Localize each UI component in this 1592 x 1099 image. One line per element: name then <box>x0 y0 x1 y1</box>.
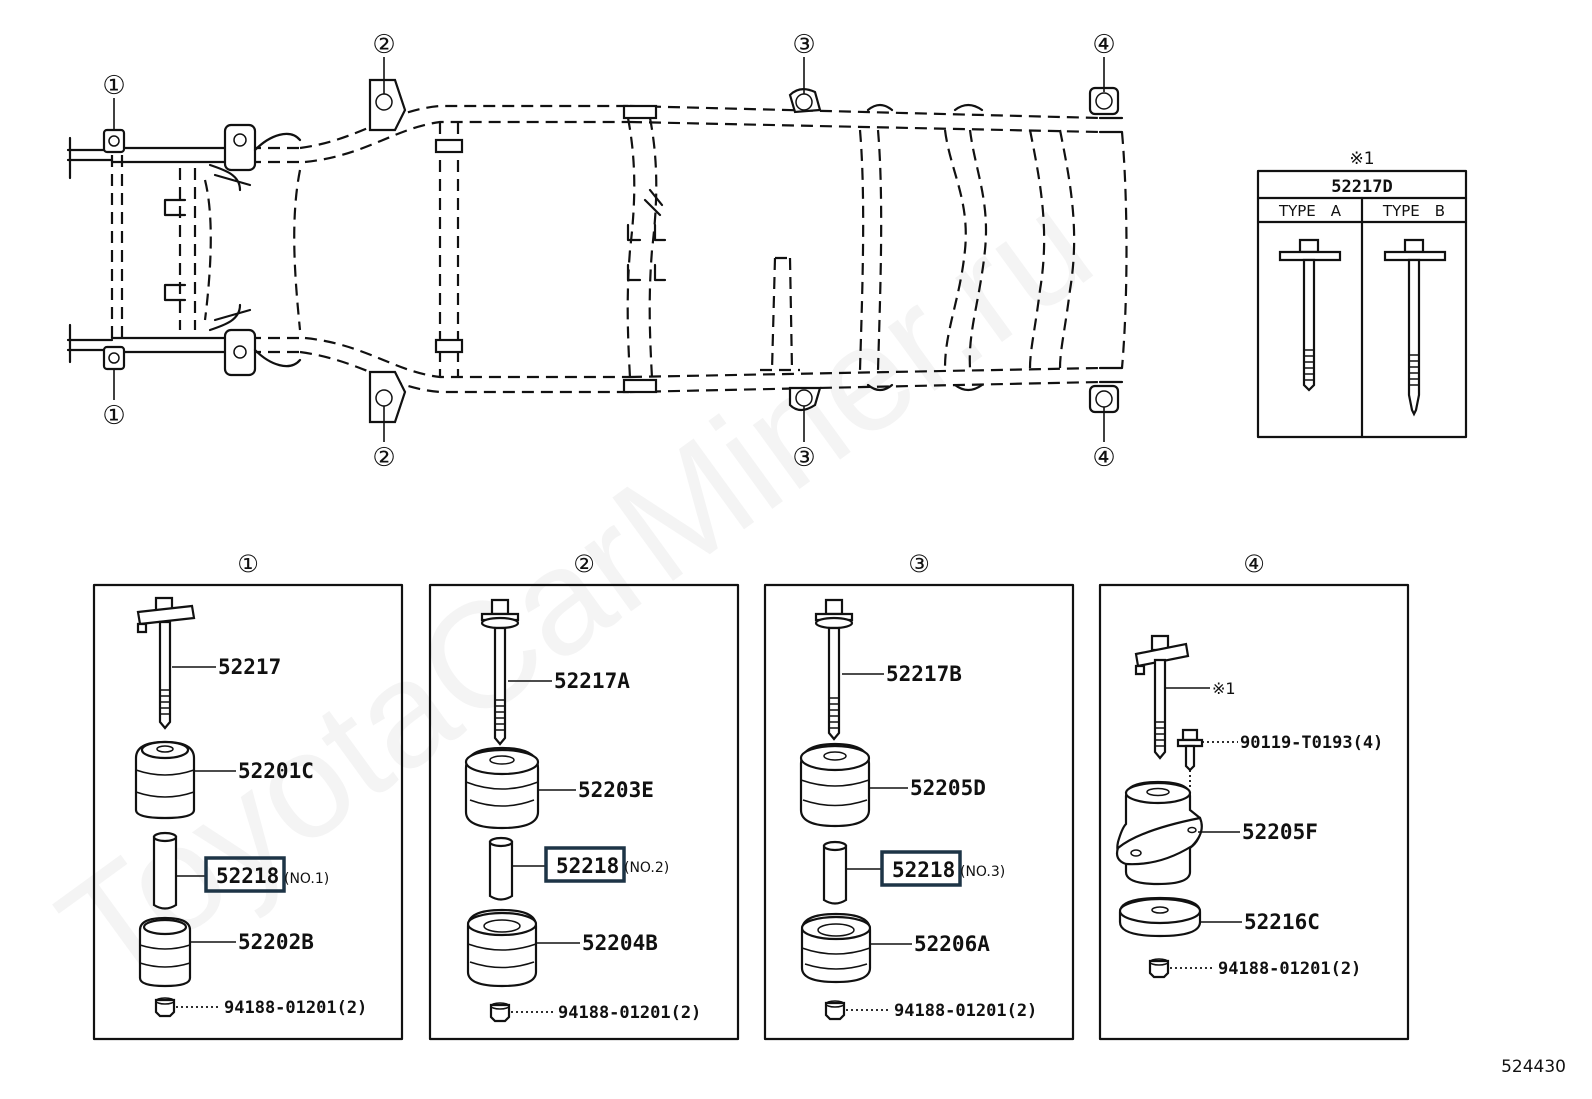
cushion-52205F-icon <box>1115 780 1203 886</box>
type-b-label: TYPE B <box>1382 202 1445 220</box>
panel-1-marker: ① <box>237 550 259 578</box>
panel-1-bolt-label: 52217 <box>218 655 281 679</box>
cushion-52201C-icon <box>134 740 196 820</box>
panel-4-cushion-label: 52205F <box>1242 820 1318 844</box>
bolt-90119-icon <box>1176 728 1204 790</box>
panel-1-spacer-note: (NO.1) <box>284 871 329 887</box>
panel-3-upper-cushion-label: 52205D <box>910 776 986 800</box>
panel-4-nut-label: 94188-01201(2) <box>1218 959 1361 979</box>
type-a-label: TYPE A <box>1278 202 1342 220</box>
nut-icon <box>1148 958 1170 979</box>
bolt-type-table: ※1 52217D TYPE A TYPE B <box>1256 149 1468 439</box>
diagram-id: 524430 <box>1501 1057 1566 1077</box>
panel-2-highlight-box <box>544 846 626 883</box>
panel-3-marker: ③ <box>908 550 930 578</box>
callout-3-bottom: ③ <box>792 443 815 473</box>
panel-2-spacer-note: (NO.2) <box>624 860 669 876</box>
callout-1-top: ① <box>102 71 125 101</box>
nut-icon <box>154 997 176 1018</box>
nut-icon <box>824 1000 846 1021</box>
spacer-52218-icon <box>822 840 848 905</box>
spacer-52218-icon <box>152 831 178 910</box>
panel-4-small-bolt-label: 90119-T0193(4) <box>1240 733 1383 753</box>
panel-1-spacer-label: 52218 <box>216 864 279 888</box>
cushion-52206A-icon <box>800 912 872 984</box>
panel-3-highlight-box <box>880 850 962 887</box>
washer-52216C-icon <box>1118 896 1202 938</box>
panel-1-lower-cushion-label: 52202B <box>238 930 314 954</box>
cushion-52204B-icon <box>466 908 538 988</box>
spacer-52218-icon <box>488 836 514 901</box>
panel-3-spacer-label: 52218 <box>892 858 955 882</box>
callout-4-bottom: ④ <box>1092 443 1115 473</box>
watermark: ToyotaCarMiner.ru <box>30 160 1120 1016</box>
panel-2-spacer-label: 52218 <box>556 854 619 878</box>
frame-callouts: ① ① ② ② ③ ③ ④ ④ <box>102 30 1115 473</box>
panel-1-nut-label: 94188-01201(2) <box>224 998 367 1018</box>
panel-2: 52217A 52203E 52218 (NO.2) 52204B <box>428 583 740 1041</box>
cushion-52202B-icon <box>138 916 192 988</box>
panel-3-bolt-label: 52217B <box>886 662 962 686</box>
panel-3-nut-label: 94188-01201(2) <box>894 1001 1037 1021</box>
panel-1-highlight-box <box>204 856 286 893</box>
ref-mark: ※1 <box>1349 149 1374 169</box>
bolt-ref1-icon <box>1134 634 1190 760</box>
panel-2-bolt-label: 52217A <box>554 669 630 693</box>
panel-4-marker: ④ <box>1243 550 1265 578</box>
bolt-52217-icon <box>136 596 196 730</box>
bolt-type-b-icon <box>1383 238 1447 417</box>
bolt-52217B-icon <box>814 598 854 741</box>
bolt-type-a-icon <box>1278 238 1342 392</box>
nut-icon <box>489 1002 511 1023</box>
panel-4: ※1 90119-T0193(4) 52205F 52216C <box>1098 583 1410 1041</box>
panel-2-marker: ② <box>573 550 595 578</box>
callout-2-top: ② <box>372 30 395 60</box>
panel-3-lower-cushion-label: 52206A <box>914 932 990 956</box>
panel-2-lower-cushion-label: 52204B <box>582 931 658 955</box>
bolt-52217A-icon <box>480 598 520 746</box>
panel-4-washer-label: 52216C <box>1244 910 1320 934</box>
panel-1-upper-cushion-label: 52201C <box>238 759 314 783</box>
frame-drawing <box>66 78 1128 424</box>
panel-3-spacer-note: (NO.3) <box>960 864 1005 880</box>
callout-1-bottom: ① <box>102 401 125 431</box>
callout-4-top: ④ <box>1092 30 1115 60</box>
cushion-52203E-icon <box>464 746 540 830</box>
cushion-52205D-icon <box>799 742 871 828</box>
panel-4-bolt-ref: ※1 <box>1212 679 1236 698</box>
panel-2-nut-label: 94188-01201(2) <box>558 1003 701 1023</box>
panel-2-upper-cushion-label: 52203E <box>578 778 654 802</box>
panel-1: 52217 52201C 52218 (NO.1) 52202B <box>92 583 404 1041</box>
panel-3: 52217B 52205D 52218 (NO.3) 52206A <box>763 583 1075 1041</box>
callout-2-bottom: ② <box>372 443 395 473</box>
callout-3-top: ③ <box>792 30 815 60</box>
table-part-number: 52217D <box>1331 177 1392 197</box>
